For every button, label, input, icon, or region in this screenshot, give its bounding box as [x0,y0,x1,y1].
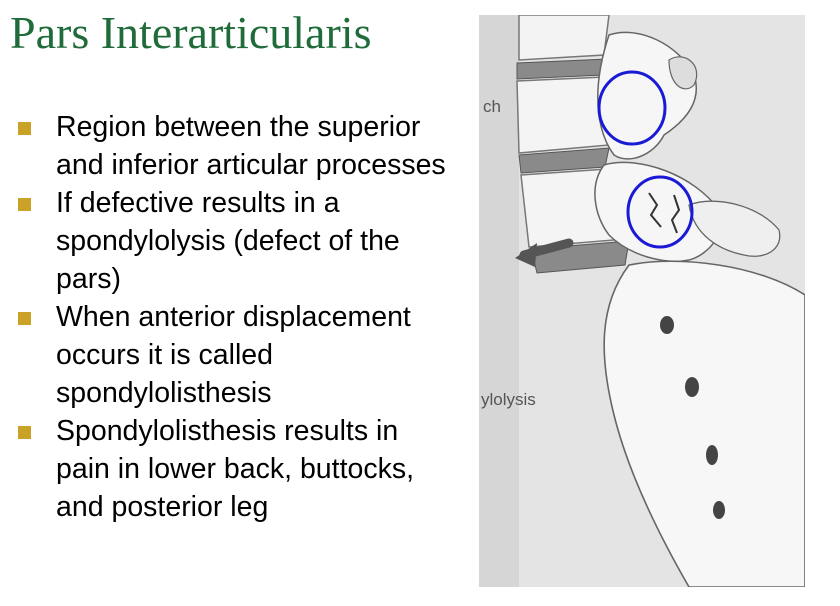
bullet-item: Spondylolisthesis results in pain in low… [16,412,456,526]
square-bullet-icon [18,198,31,211]
bullet-item: When anterior displacement occurs it is … [16,298,456,412]
spine-illustration: ch ylolysis [479,15,805,587]
pars-circle-lower [626,175,694,249]
bullet-item: Region between the superior and inferior… [16,108,456,184]
square-bullet-icon [18,312,31,325]
bullet-text: If defective results in a spondylolysis … [56,187,400,295]
bullet-text: Spondylolisthesis results in pain in low… [56,415,415,523]
bullet-item: If defective results in a spondylolysis … [16,184,456,298]
bullet-list: Region between the superior and inferior… [16,108,456,526]
pars-circle-upper [597,70,667,146]
slide-title: Pars Interarticularis [10,7,372,58]
bullet-text: When anterior displacement occurs it is … [56,301,411,409]
square-bullet-icon [18,426,31,439]
bullet-text: Region between the superior and inferior… [56,111,446,181]
square-bullet-icon [18,122,31,135]
figure-label-top: ch [483,97,501,116]
figure-label-bottom: ylolysis [481,390,536,409]
spine-drawing [479,15,805,587]
